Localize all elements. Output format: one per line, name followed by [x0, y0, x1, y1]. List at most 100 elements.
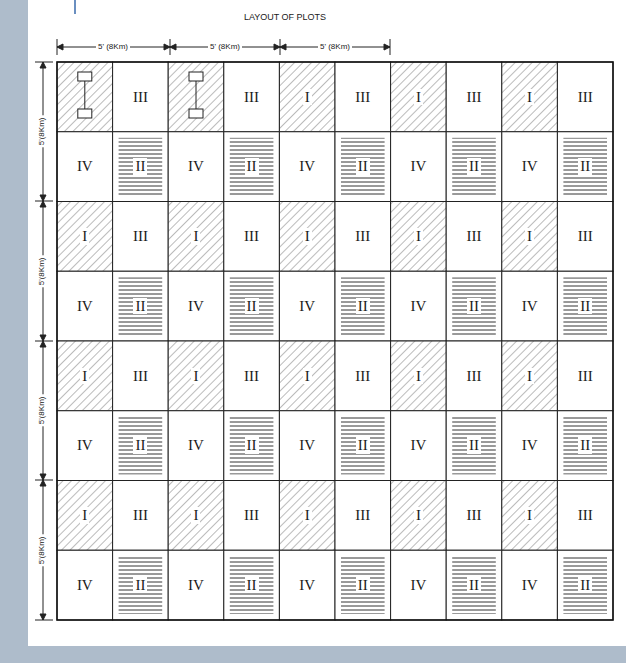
cell-ground — [224, 341, 280, 411]
cell-hatch — [502, 341, 558, 411]
cell-hatch — [230, 417, 274, 475]
instrument-symbol — [78, 109, 92, 118]
cell-ground — [113, 271, 169, 341]
cell-outline — [168, 132, 224, 202]
cell-outline — [168, 341, 224, 411]
cell-hatch — [452, 556, 496, 614]
cell-ground — [224, 132, 280, 202]
cell-hatch — [57, 481, 113, 551]
plot-cell: IV — [391, 132, 447, 202]
plot-label: IV — [408, 437, 428, 454]
plot-label: I — [525, 368, 534, 385]
plot-cell: III — [557, 62, 613, 132]
cell-ground — [224, 411, 280, 481]
dimension-label: 5'(8Km) — [39, 394, 48, 426]
cell-hatch — [452, 138, 496, 196]
cell-outline — [279, 62, 335, 132]
cell-outline — [113, 341, 169, 411]
cell-outline — [557, 341, 613, 411]
cell-ground — [113, 62, 169, 132]
cell-ground — [391, 411, 447, 481]
plot-label: III — [353, 507, 372, 524]
cell-ground — [502, 550, 558, 620]
cell-outline — [502, 550, 558, 620]
plot-label: III — [131, 507, 150, 524]
plot-label: I — [525, 228, 534, 245]
plot-cell: IV — [279, 550, 335, 620]
cell-hatch — [452, 277, 496, 335]
dimension-label: 5'(8Km) — [39, 534, 48, 566]
plot-label: II — [356, 158, 370, 175]
cell-outline — [113, 202, 169, 272]
cell-ground — [168, 481, 224, 551]
cell-hatch — [341, 138, 385, 196]
cell-outline — [113, 411, 169, 481]
cell-hatch — [119, 556, 163, 614]
plot-label: IV — [297, 577, 317, 594]
plot-label: II — [467, 158, 481, 175]
cell-hatch — [563, 556, 607, 614]
cell-ground — [57, 132, 113, 202]
plot-label: IV — [186, 437, 206, 454]
cell-outline — [224, 202, 280, 272]
cell-outline — [502, 411, 558, 481]
plot-label: I — [414, 368, 423, 385]
plot-cell: I — [502, 341, 558, 411]
cell-ground — [57, 62, 113, 132]
cell-hatch — [279, 481, 335, 551]
cell-ground — [335, 481, 391, 551]
instrument-symbol — [196, 80, 197, 110]
cell-ground — [57, 202, 113, 272]
plot-cell: II — [113, 132, 169, 202]
plot-label: II — [578, 158, 592, 175]
plot-cell: IV — [502, 411, 558, 481]
dimension-label: 5'(8Km) — [39, 115, 48, 147]
cell-ground — [279, 62, 335, 132]
cell-ground — [335, 271, 391, 341]
cell-ground — [502, 271, 558, 341]
plot-cell: III — [446, 202, 502, 272]
cell-hatch — [341, 277, 385, 335]
cell-ground — [557, 202, 613, 272]
cell-ground — [113, 481, 169, 551]
plot-label: III — [464, 507, 483, 524]
cell-outline — [391, 62, 447, 132]
plot-label: IV — [297, 437, 317, 454]
plot-cell: III — [446, 62, 502, 132]
cell-ground — [391, 341, 447, 411]
plot-label: I — [303, 228, 312, 245]
plot-cell: III — [335, 481, 391, 551]
plot-label: III — [353, 228, 372, 245]
plot-cell: IV — [502, 550, 558, 620]
plot-cell: III — [113, 481, 169, 551]
plot-cell: I — [502, 481, 558, 551]
cell-hatch — [119, 138, 163, 196]
cell-ground — [57, 481, 113, 551]
plot-label: III — [464, 89, 483, 106]
cell-outline — [557, 550, 613, 620]
plot-cell: II — [335, 550, 391, 620]
cell-hatch — [168, 341, 224, 411]
cell-outline — [335, 481, 391, 551]
cell-ground — [57, 271, 113, 341]
plot-cell: IV — [391, 411, 447, 481]
cell-outline — [279, 411, 335, 481]
cell-outline — [335, 62, 391, 132]
cell-hatch — [563, 417, 607, 475]
plot-label: II — [578, 437, 592, 454]
plot-cell: II — [224, 271, 280, 341]
plot-cell: IV — [168, 271, 224, 341]
dimension-label: 5' (8Km) — [96, 43, 130, 52]
cell-outline — [557, 271, 613, 341]
plot-label: III — [131, 89, 150, 106]
cell-ground — [335, 202, 391, 272]
cell-ground — [168, 132, 224, 202]
plot-label: I — [80, 228, 89, 245]
cell-outline — [391, 341, 447, 411]
plot-label: I — [303, 368, 312, 385]
corner-mark — [74, 0, 76, 14]
instrument-symbol — [189, 109, 203, 118]
cell-outline — [113, 271, 169, 341]
cell-outline — [446, 271, 502, 341]
